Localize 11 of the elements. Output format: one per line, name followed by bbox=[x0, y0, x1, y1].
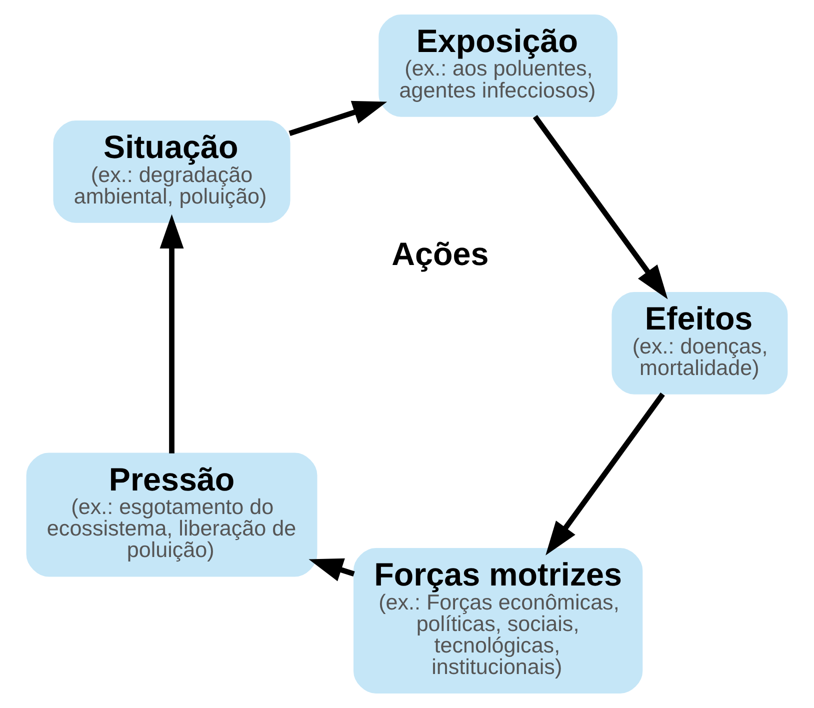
node-box: Forças motrizes (ex.: Forças econômicas, políticas, sociais, tecnológicas, institucionais) bbox=[353, 548, 643, 694]
node-box: Situação (ex.: degradação ambiental, poluição) bbox=[53, 120, 290, 223]
node-box: Pressão (ex.: esgotamento do ecossistema, liberação de poluição) bbox=[26, 452, 318, 577]
node-box: Exposição (ex.: aos poluentes, agentes infecciosos) bbox=[378, 14, 618, 117]
arrow bbox=[546, 392, 665, 556]
label: Ações bbox=[392, 236, 489, 272]
arrow bbox=[288, 100, 388, 136]
arrow bbox=[532, 115, 668, 300]
node-box: Efeitos (ex.: doenças, mortalidade) bbox=[612, 292, 788, 394]
arrow bbox=[160, 214, 184, 454]
arrow bbox=[308, 558, 355, 582]
